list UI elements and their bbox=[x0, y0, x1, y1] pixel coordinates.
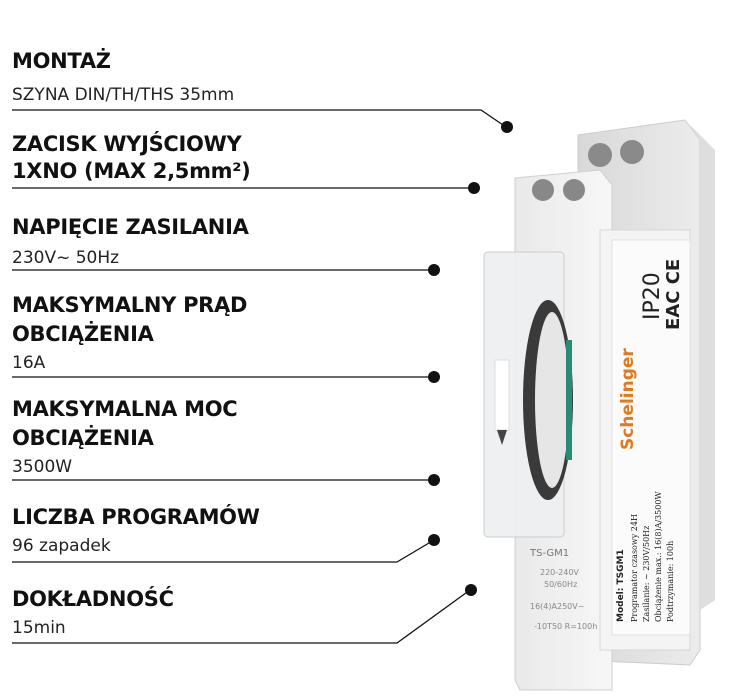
front-frequency: 50/60Hz bbox=[544, 580, 578, 589]
front-model: TS-GM1 bbox=[530, 548, 570, 559]
callout-dot bbox=[428, 474, 440, 486]
screw-terminal-icon bbox=[563, 179, 585, 201]
spec-title: ZACISK WYJŚCIOWY bbox=[12, 132, 242, 156]
spec-value: 96 zapadek bbox=[12, 536, 111, 556]
spec-title: MONTAŻ bbox=[12, 49, 111, 73]
callout-line bbox=[12, 539, 435, 563]
screw-terminal-icon bbox=[588, 143, 612, 167]
front-rating: 16(4)A250V~ bbox=[530, 602, 585, 611]
front-voltage: 220-240V bbox=[540, 568, 579, 577]
callout-dot bbox=[428, 371, 440, 383]
callout-dot bbox=[428, 264, 440, 276]
spec-title: NAPIĘCIE ZASILANIA bbox=[12, 215, 249, 239]
spec-title-line2: OBCIĄŻENIA bbox=[12, 426, 154, 450]
product-label bbox=[611, 239, 691, 636]
callout-dot bbox=[468, 182, 480, 194]
spec-title: MAKSYMALNA MOC bbox=[12, 397, 238, 421]
callout-dot bbox=[428, 534, 440, 546]
spec-value: 15min bbox=[12, 618, 66, 638]
spec-value: SZYNA DIN/TH/THS 35mm bbox=[12, 85, 235, 105]
spec-title-line2: OBCIĄŻENIA bbox=[12, 322, 154, 346]
spec-title-line2: 1XNO (MAX 2,5mm²) bbox=[12, 159, 251, 183]
screw-terminal-icon bbox=[532, 179, 554, 201]
callout-line bbox=[12, 589, 471, 644]
callout-dot bbox=[465, 584, 477, 596]
spec-value: 3500W bbox=[12, 457, 73, 477]
screw-terminal-icon bbox=[620, 140, 644, 164]
callout-line bbox=[12, 109, 507, 128]
arrow-down-icon bbox=[497, 430, 507, 445]
front-temp: -10T50 R=100h bbox=[534, 622, 598, 631]
callout-dot bbox=[501, 121, 513, 133]
spec-value: 230V~ 50Hz bbox=[12, 248, 120, 268]
spec-title: LICZBA PROGRAMÓW bbox=[12, 505, 260, 529]
spec-value: 16A bbox=[12, 353, 46, 373]
spec-title: DOKŁADNOŚĆ bbox=[12, 587, 174, 611]
spec-title: MAKSYMALNY PRĄD bbox=[12, 293, 248, 317]
